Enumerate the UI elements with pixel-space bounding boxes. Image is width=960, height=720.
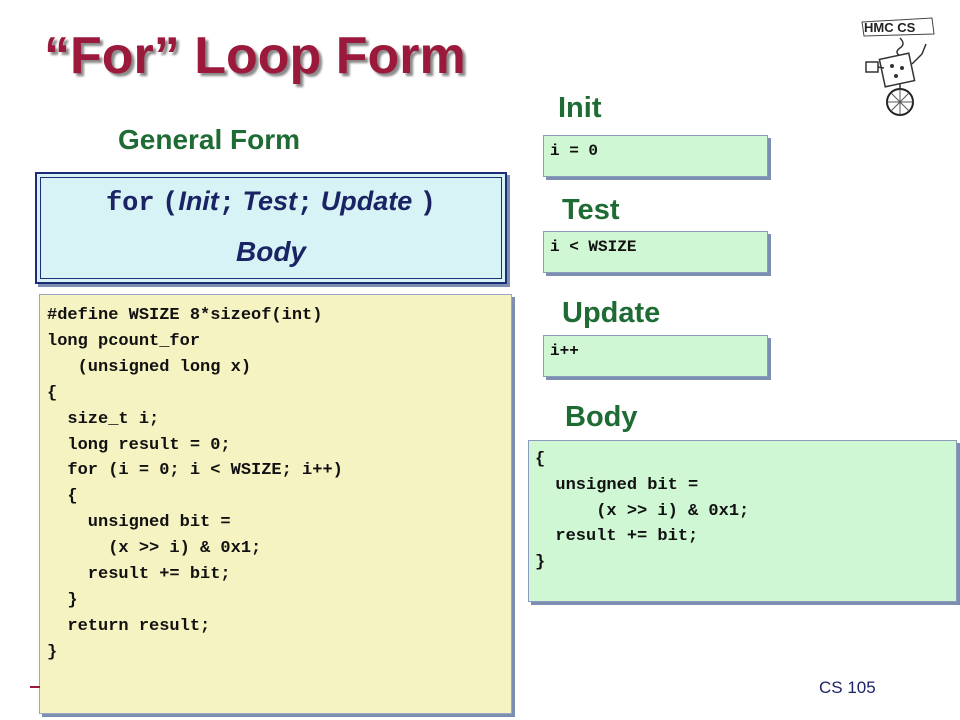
init-placeholder: Init	[178, 186, 219, 216]
footer-divider	[30, 686, 40, 688]
for-keyword: for	[105, 189, 155, 219]
code-listing-box: #define WSIZE 8*sizeof(int) long pcount_…	[39, 294, 512, 714]
test-box: i < WSIZE	[543, 231, 768, 273]
update-code: i++	[550, 342, 579, 360]
body-heading: Body	[565, 401, 638, 433]
logo-label: HMC CS	[864, 20, 916, 35]
init-box: i = 0	[543, 135, 768, 177]
test-heading: Test	[562, 194, 620, 226]
course-footer: CS 105	[819, 678, 876, 697]
close-paren: )	[419, 189, 436, 219]
robot-logo-icon: HMC CS	[861, 17, 935, 116]
slide-title: “For” Loop Form	[44, 27, 466, 85]
init-heading: Init	[558, 92, 602, 124]
test-code: i < WSIZE	[550, 238, 637, 256]
semicolon-2: ;	[297, 189, 314, 219]
body-code: { unsigned bit = (x >> i) & 0x1; result …	[535, 450, 750, 573]
open-paren: (	[162, 189, 179, 219]
semicolon-1: ;	[218, 189, 236, 219]
general-form-heading: General Form	[118, 124, 301, 155]
general-form-box: for (Init; Test; Update ) Body	[35, 172, 507, 284]
init-code: i = 0	[550, 142, 599, 160]
body-placeholder: Body	[236, 236, 306, 267]
test-placeholder: Test	[242, 186, 298, 216]
update-box: i++	[543, 335, 768, 377]
code-listing: #define WSIZE 8*sizeof(int) long pcount_…	[47, 306, 343, 662]
body-box: { unsigned bit = (x >> i) & 0x1; result …	[528, 440, 957, 602]
general-form-syntax: for (Init; Test; Update )	[37, 186, 505, 219]
update-heading: Update	[562, 297, 661, 329]
update-placeholder: Update	[320, 186, 413, 216]
